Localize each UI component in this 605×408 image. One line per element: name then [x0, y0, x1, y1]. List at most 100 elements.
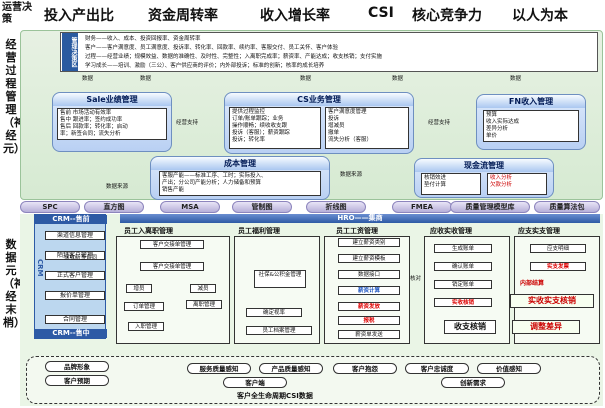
- flow-label-support-2: 经营支持: [428, 120, 451, 126]
- payslip-cell[interactable]: 薪资单发送: [338, 330, 400, 339]
- verify-label: 核对: [410, 276, 422, 282]
- module-welfare: 员工福利管理: [238, 227, 280, 235]
- confirm-rate-cell[interactable]: 确定视率: [246, 308, 302, 317]
- flow-label: 数据: [300, 76, 312, 82]
- tool-line-chart[interactable]: 折线图: [306, 201, 366, 213]
- cs-line: 操作顺畅；续收收支跟: [232, 123, 288, 129]
- actual-receipt-cell[interactable]: 实收核销: [434, 298, 492, 307]
- internal-settlement-label: 内部结算: [520, 280, 545, 287]
- kpi-growth: 收入增长率: [260, 8, 330, 24]
- entry-mgmt-cell[interactable]: 入职管理: [128, 322, 164, 331]
- cash-left: 核销效进 垫付计算: [421, 173, 481, 195]
- generate-bill-cell[interactable]: 生成账单: [434, 244, 492, 253]
- csi-loyalty: 客户忠诚度: [405, 363, 469, 374]
- kpi-header: 运营决策 投入产出比 资金周转率 收入增长率 CSI 核心竞争力 以人为本: [0, 0, 605, 30]
- top-line-customer: 客户——客户满意度、员工满意度、投诉率、转化率、回款率、续约率、客服交付、员工关…: [85, 45, 339, 51]
- social-fund-cell[interactable]: 社保&公积金管理: [254, 270, 306, 288]
- module-ar: 应收实收管理: [430, 227, 472, 235]
- tool-histogram[interactable]: 直方图: [84, 201, 144, 213]
- lock-bill-cell[interactable]: 销定账单: [434, 280, 492, 289]
- cs-line: 提供过程监控: [232, 109, 266, 115]
- crm-new-contract-label: 探收新签合同: [64, 255, 98, 261]
- cs-module: CS业务管理 提供过程监控 订单/账单跟踪；业务 操作顺畅；续收收支跟 投诉（客…: [224, 92, 414, 154]
- kpi-turnover: 资金周转率: [148, 8, 218, 24]
- flow-label-source-2: 数据来源: [340, 172, 363, 178]
- cash-line: 欠款分析: [490, 182, 513, 188]
- kpi-csi: CSI: [368, 5, 394, 21]
- csi-value: 价值感知: [477, 363, 541, 374]
- crm-channel-info[interactable]: 渠道信息管理: [45, 231, 105, 240]
- handover-cell-2[interactable]: 客户交接单管理: [140, 262, 204, 271]
- kpi-roi: 投入产出比: [44, 8, 114, 24]
- salary-calc-cell[interactable]: 薪资计算: [338, 286, 400, 295]
- order-mgmt-cell[interactable]: 订单管理: [124, 302, 164, 311]
- cs-title: CS业务管理: [225, 93, 413, 106]
- tool-control-chart[interactable]: 管制图: [232, 201, 292, 213]
- flow-label: 数据: [140, 76, 152, 82]
- crm-cold-call[interactable]: 陌拜客户管理: [45, 251, 105, 260]
- cash-right: 收入分析 欠款分析: [487, 173, 547, 195]
- cost-module: 成本管理 客服产能——标准工序、工时；实际投入、 产出；分公司产能分析；人力储备…: [150, 156, 330, 200]
- cs-line: 投诉；转化率: [232, 137, 266, 143]
- reduce-staff-cell[interactable]: 减员: [190, 284, 216, 293]
- reconcile-box[interactable]: 实收实支核销: [510, 294, 594, 308]
- cost-line: 销售产能: [162, 187, 185, 193]
- kpi-people: 以人为本: [512, 8, 568, 24]
- tax-cell[interactable]: 报税: [338, 316, 400, 325]
- fn-line: 差异分析: [486, 126, 509, 132]
- cost-title: 成本管理: [151, 157, 329, 170]
- cs-line: 撤单: [328, 130, 340, 136]
- handover-cell[interactable]: 客户交接单管理: [140, 240, 204, 249]
- salary-pay-cell[interactable]: 薪资发放: [338, 302, 400, 311]
- crm-panel: CRM--售前 CRM--售中 CRM 渠道信息管理 陌拜客户管理 正式客户管理…: [34, 214, 107, 339]
- management-box: 财务——收入、成本、投资回报率、资金周转率 客户——客户满意度、员工满意度、投诉…: [60, 32, 598, 72]
- sale-line: 售中 跟进率；签约成功率: [60, 117, 123, 123]
- cs-left-box: 提供过程监控 订单/账单跟踪；业务 操作顺畅；续收收支跟 投诉（客服）；薪资跟踪…: [229, 107, 321, 149]
- flow-label: 数据: [82, 76, 94, 82]
- csi-expectation: 客户预期: [45, 375, 109, 386]
- crm-presale-title: CRM--售前: [35, 215, 107, 224]
- flow-label: 数据: [392, 76, 404, 82]
- salary-template-cell[interactable]: 建立薪资模板: [338, 254, 400, 263]
- csi-innovation: 创新需求: [441, 377, 505, 388]
- cs-line: 流失分析（客服）: [328, 137, 373, 143]
- module-ap: 应支实支管理: [518, 227, 560, 235]
- adjust-diff-box[interactable]: 调整差异: [512, 320, 580, 334]
- cash-line: 收入分析: [490, 175, 513, 181]
- module-entry: 员工入离职管理: [124, 227, 173, 235]
- top-line-learning: 学习成长——培训、激励（三公）、客户供应商的评价；内外部投诉；标准的创新；核率的…: [85, 63, 325, 69]
- cash-line: 垫付计算: [424, 182, 447, 188]
- salary-category-cell[interactable]: 建立薪资类别: [338, 238, 400, 247]
- csi-customer-side: 客户端: [223, 377, 287, 388]
- payable-detail-cell[interactable]: 应支明细: [530, 244, 586, 253]
- sale-module: Sale业绩管理 售前 市场活动有效率 售中 跟进率；签约成功率 售后 回款率；…: [52, 92, 172, 152]
- crm-vertical-label: CRM: [36, 259, 44, 277]
- confirm-bill-cell[interactable]: 确认账单: [434, 262, 492, 271]
- receipt-verify-box[interactable]: 收支核销: [444, 320, 496, 334]
- cost-details: 客服产能——标准工序、工时；实际投入、 产出；分公司产能分析；人力储备和预算 销…: [159, 171, 321, 196]
- top-line-process: 过程——经营业绩；规模效益、数据的准确性、及时性、完整性；入离职完成率；薪资率、…: [85, 54, 383, 60]
- quality-tools: SPC 直方图 MSA 管制图 折线图 FMEA 质量管理模型库 质量算法包: [20, 201, 603, 213]
- tool-fmea[interactable]: FMEA: [392, 201, 452, 213]
- kpi-core: 核心竞争力: [412, 8, 482, 24]
- lower-side-label: 数据元（神经末梢）: [3, 238, 25, 329]
- add-staff-cell[interactable]: 增员: [126, 284, 152, 293]
- tool-quality-algorithms[interactable]: 质量算法包: [534, 201, 600, 213]
- upper-side-label: 经营过程管理（神经元）: [3, 38, 25, 155]
- staff-archive-cell[interactable]: 员工档案管理: [246, 326, 312, 335]
- tool-spc[interactable]: SPC: [20, 201, 80, 213]
- tool-quality-model-lib[interactable]: 质量管理模型库: [450, 201, 530, 213]
- fn-title: FN收入管理: [477, 95, 585, 108]
- crm-contract[interactable]: 合同管理: [45, 315, 105, 324]
- crm-insale-title: CRM--售中: [35, 329, 107, 338]
- tool-msa[interactable]: MSA: [160, 201, 220, 213]
- exit-mgmt-cell[interactable]: 离职管理: [186, 300, 222, 309]
- payment-invoice-cell[interactable]: 实支发票: [530, 262, 586, 271]
- crm-quote[interactable]: 报价单管理: [45, 291, 105, 300]
- management-ribbon: 管理决策区: [62, 33, 78, 71]
- module-salary: 员工工资管理: [336, 227, 378, 235]
- csi-box: 品牌形象 服务质量感知 产品质量感知 客户抱怨 客户忠诚度 价值感知 客户预期 …: [26, 356, 600, 404]
- data-interface-cell[interactable]: 数据接口: [338, 270, 400, 279]
- crm-formal-customer[interactable]: 正式客户管理: [45, 271, 105, 280]
- cost-line: 产出；分公司产能分析；人力储备和预算: [162, 180, 262, 186]
